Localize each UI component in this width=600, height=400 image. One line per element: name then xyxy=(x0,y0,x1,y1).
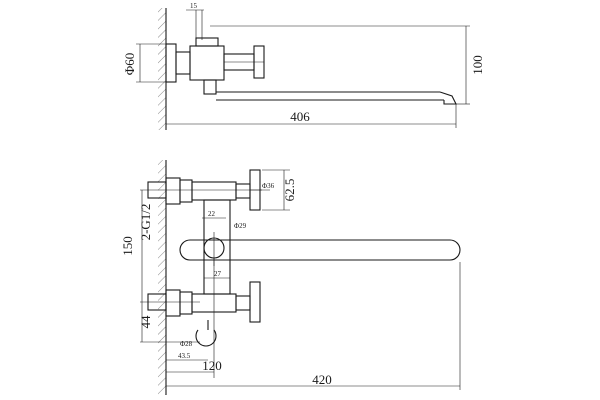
front-view: 150 2-G1/2 44 62.5 22 Φ29 27 Φ36 Φ28 43.… xyxy=(120,160,461,395)
dim-height-text: 100 xyxy=(470,55,485,75)
dim-small-text: 15 xyxy=(190,2,198,10)
dim-hook-text: Φ28 xyxy=(180,340,193,348)
dim-small-a-text: 22 xyxy=(208,210,216,218)
escutcheon-upper xyxy=(165,177,181,205)
dim-center-text: 150 xyxy=(120,236,135,256)
valve-cap-top xyxy=(195,37,219,47)
dim-small-d-text: Φ36 xyxy=(262,182,275,190)
valve-body-top xyxy=(189,45,225,81)
spout-tip-top xyxy=(439,91,457,105)
top-view: 100 Φ60 15 406 xyxy=(122,2,485,130)
wall-hatch-top xyxy=(158,8,166,130)
escutcheon-lower xyxy=(165,289,181,317)
dim-diameter-text: Φ60 xyxy=(122,53,137,76)
dim-bottom-text: 44 xyxy=(138,315,153,329)
dim-handle-text: 62.5 xyxy=(282,179,297,202)
dim-thread-text: 2-G1/2 xyxy=(138,204,153,241)
valve-lower-stem xyxy=(235,295,251,311)
spout-connector-top xyxy=(203,79,217,95)
dim-hook-offset-text: 43.5 xyxy=(178,352,191,360)
valve-upper-stem xyxy=(235,183,251,199)
valve-upper-body xyxy=(191,181,237,201)
wall-hatch-front xyxy=(158,160,166,395)
spout-front xyxy=(179,239,461,261)
dim-total-text: 420 xyxy=(312,372,332,387)
eccentric-upper xyxy=(179,179,193,203)
escutcheon-top xyxy=(165,43,177,83)
handle-lower-cross xyxy=(249,281,261,323)
eccentric-lower xyxy=(179,291,193,315)
dim-offset-text: 120 xyxy=(202,358,222,373)
connector-top xyxy=(175,51,191,75)
diverter-hook xyxy=(195,329,217,347)
dim-length-text: 406 xyxy=(290,109,310,124)
dim-small-b-text: Φ29 xyxy=(234,222,247,230)
dim-small-c-text: 27 xyxy=(214,270,222,278)
